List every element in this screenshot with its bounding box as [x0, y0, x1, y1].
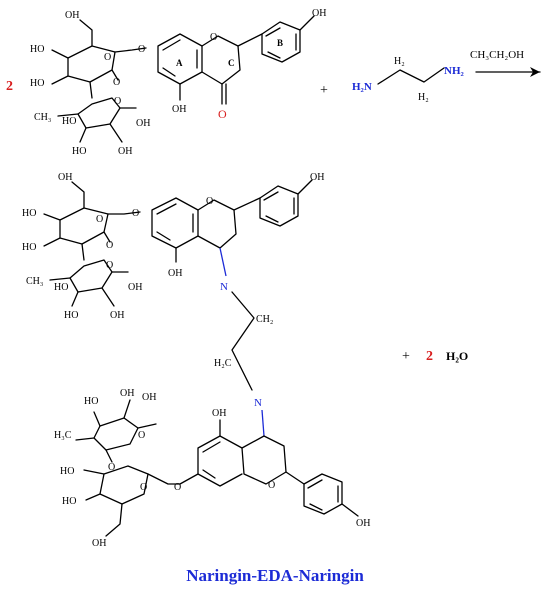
atom-ho: HO — [54, 282, 68, 293]
atom-h3c: H₃C — [54, 430, 72, 441]
atom-ho: HO — [72, 146, 86, 157]
ring-label-b: B — [277, 38, 283, 48]
water-coefficient: 2 — [426, 349, 433, 364]
atom-oh: OH — [136, 118, 150, 129]
atom-oh: OH — [65, 10, 79, 21]
water-formula: H₂O — [446, 349, 468, 363]
atom-ho: HO — [22, 208, 36, 219]
atom-o: O — [138, 430, 145, 441]
ethylenediamine: H₂N H₂ H₂ NH₂ — [352, 56, 465, 103]
atom-o: O — [106, 240, 113, 251]
atom-ho: HO — [30, 44, 44, 55]
atom-o: O — [114, 96, 121, 107]
atom-oh: OH — [212, 408, 226, 419]
plus-sign-2: + — [402, 349, 410, 364]
atom-oh: OH — [310, 172, 324, 183]
atom-h2n: H₂N — [352, 81, 372, 93]
atom-oh: OH — [120, 388, 134, 399]
atom-oh: OH — [92, 538, 106, 549]
atom-o: O — [113, 77, 120, 88]
product-upper-unit: OH HO HO O O O O CH₃ HO HO OH OH O OH OH… — [22, 172, 324, 321]
atom-nh2: NH₂ — [444, 65, 465, 77]
atom-ho: HO — [64, 310, 78, 321]
atom-ch2: CH₂ — [256, 314, 273, 325]
atom-ho: HO — [62, 116, 76, 127]
atom-o: O — [140, 482, 147, 493]
atom-ho: HO — [84, 396, 98, 407]
reaction-arrow: CH₃CH₂OH — [470, 49, 541, 77]
atom-oh: OH — [118, 146, 132, 157]
atom-o: O — [210, 32, 217, 43]
atom-ho: HO — [30, 78, 44, 89]
atom-o: O — [138, 44, 145, 55]
atom-h2c: H₂C — [214, 358, 232, 369]
ring-label-a: A — [176, 58, 183, 68]
atom-ho: HO — [60, 466, 74, 477]
atom-oh: OH — [142, 392, 156, 403]
atom-o: O — [104, 52, 111, 63]
atom-o: O — [174, 482, 181, 493]
product-caption: Naringin-EDA-Naringin — [186, 566, 364, 585]
atom-o: O — [268, 480, 275, 491]
reagent-label: CH₃CH₂OH — [470, 49, 524, 61]
atom-oh: OH — [128, 282, 142, 293]
atom-oh: OH — [356, 518, 370, 529]
atom-o: O — [106, 260, 113, 271]
plus-sign-1: + — [320, 83, 328, 98]
atom-oh: OH — [110, 310, 124, 321]
atom-oh: OH — [312, 8, 326, 19]
atom-o: O — [108, 462, 115, 473]
atom-oh: OH — [58, 172, 72, 183]
atom-ch3: CH₃ — [26, 276, 43, 287]
imine-n-upper: N — [220, 281, 228, 293]
carbonyl-o: O — [218, 107, 227, 121]
ethylene-linker: CH₂ H₂C — [214, 291, 273, 391]
atom-h2: H₂ — [394, 56, 405, 67]
atom-h2: H₂ — [418, 92, 429, 103]
atom-oh: OH — [172, 104, 186, 115]
ring-label-c: C — [228, 58, 235, 68]
reactant-coefficient: 2 — [6, 79, 13, 94]
atom-ch3: CH₃ — [34, 112, 51, 123]
naringin-reactant: OH HO HO O O O O CH₃ HO HO OH OH O OH O … — [30, 8, 326, 157]
atom-ho: HO — [22, 242, 36, 253]
atom-o: O — [206, 196, 213, 207]
atom-o: O — [96, 214, 103, 225]
atom-o: O — [132, 208, 139, 219]
atom-oh: OH — [168, 268, 182, 279]
atom-ho: HO — [62, 496, 76, 507]
product-lower-unit: N OH O O OH OH OH HO H₃C O O — [54, 388, 370, 549]
imine-n-lower: N — [254, 397, 262, 409]
